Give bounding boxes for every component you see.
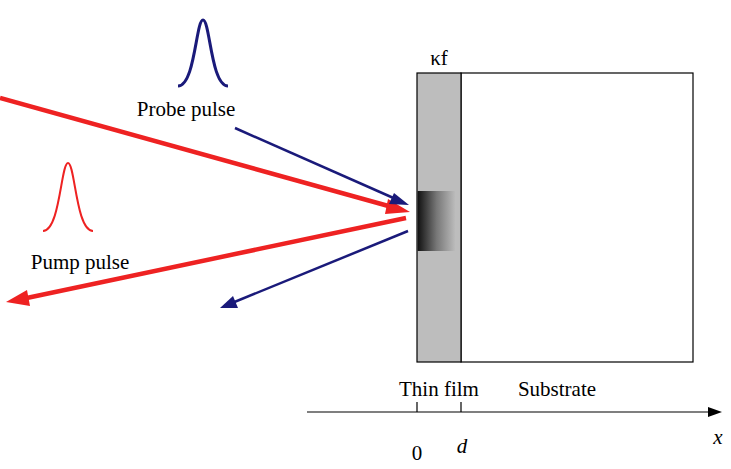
arrow-head: [220, 296, 238, 308]
substrate-block: [461, 73, 693, 362]
film-label: Thin film: [399, 379, 479, 400]
pump-reflected-beam: [22, 218, 406, 299]
pump-pulse-shape: [43, 163, 93, 231]
probe-pulse-shape: [178, 20, 228, 86]
arrow-head: [6, 290, 30, 306]
probe-incident-beam: [235, 128, 398, 200]
heated-region: [418, 191, 456, 251]
axis-thickness: d: [457, 436, 468, 457]
arrow-head: [389, 193, 409, 205]
axis-name: x: [713, 427, 722, 448]
axis-tick: [460, 402, 461, 412]
probe-reflected-beam: [232, 231, 408, 303]
arrow-head: [708, 407, 722, 417]
axis-tick: [416, 402, 417, 412]
probe-label: Probe pulse: [137, 99, 236, 120]
conductivity-symbol: κf: [430, 48, 448, 69]
substrate-label: Substrate: [518, 379, 596, 400]
axis-origin: 0: [412, 443, 423, 464]
pump-incident-beam: [0, 98, 392, 207]
thin-film: [417, 73, 461, 362]
pump-label: Pump pulse: [31, 252, 130, 273]
x-axis: [307, 411, 712, 412]
